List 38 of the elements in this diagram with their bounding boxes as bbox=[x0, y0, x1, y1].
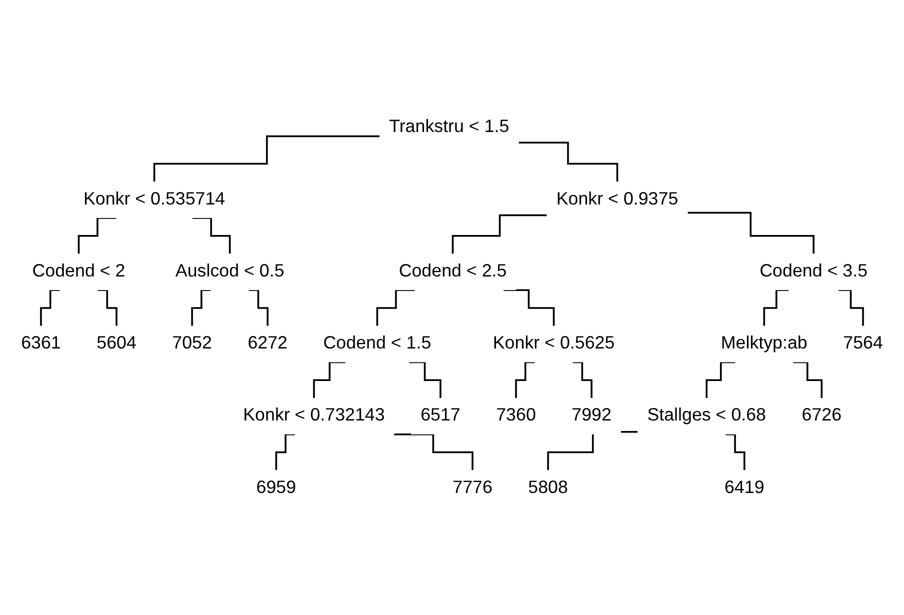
node-text: Konkr < 0.9375 bbox=[556, 188, 678, 209]
connector bbox=[793, 360, 823, 398]
node-text: 6419 bbox=[724, 476, 764, 498]
node-text: Stallges < 0.68 bbox=[647, 404, 766, 425]
connector bbox=[409, 360, 442, 398]
connector bbox=[275, 432, 295, 471]
connector bbox=[726, 432, 746, 471]
connector bbox=[515, 360, 535, 398]
node-text: 5808 bbox=[528, 476, 568, 498]
node-text: Trankstru < 1.5 bbox=[389, 116, 510, 136]
connector bbox=[40, 288, 60, 326]
connector bbox=[763, 288, 789, 326]
node-text: 7564 bbox=[843, 332, 883, 353]
node-text: 6272 bbox=[248, 332, 288, 353]
connector bbox=[313, 360, 346, 398]
node-text: 7776 bbox=[452, 476, 492, 498]
connector bbox=[688, 211, 814, 254]
connector bbox=[838, 288, 864, 326]
connector bbox=[452, 214, 547, 254]
connector bbox=[248, 288, 268, 326]
connector bbox=[191, 288, 211, 326]
connector bbox=[192, 216, 231, 254]
node-text: Konkr < 0.732143 bbox=[243, 404, 385, 425]
connector bbox=[376, 288, 415, 326]
connector bbox=[394, 432, 474, 471]
node-text: 7052 bbox=[172, 332, 212, 353]
node-text: 6726 bbox=[802, 404, 842, 425]
connector bbox=[706, 360, 736, 398]
connector bbox=[504, 288, 555, 326]
node-text: 6361 bbox=[21, 332, 61, 353]
node-text: 6959 bbox=[256, 476, 296, 498]
node-text: 5604 bbox=[96, 332, 136, 353]
connector bbox=[78, 216, 116, 254]
connector bbox=[518, 141, 618, 182]
connector bbox=[98, 288, 118, 326]
connector bbox=[572, 360, 592, 398]
connector bbox=[153, 134, 380, 182]
node-text: 7360 bbox=[496, 404, 536, 425]
